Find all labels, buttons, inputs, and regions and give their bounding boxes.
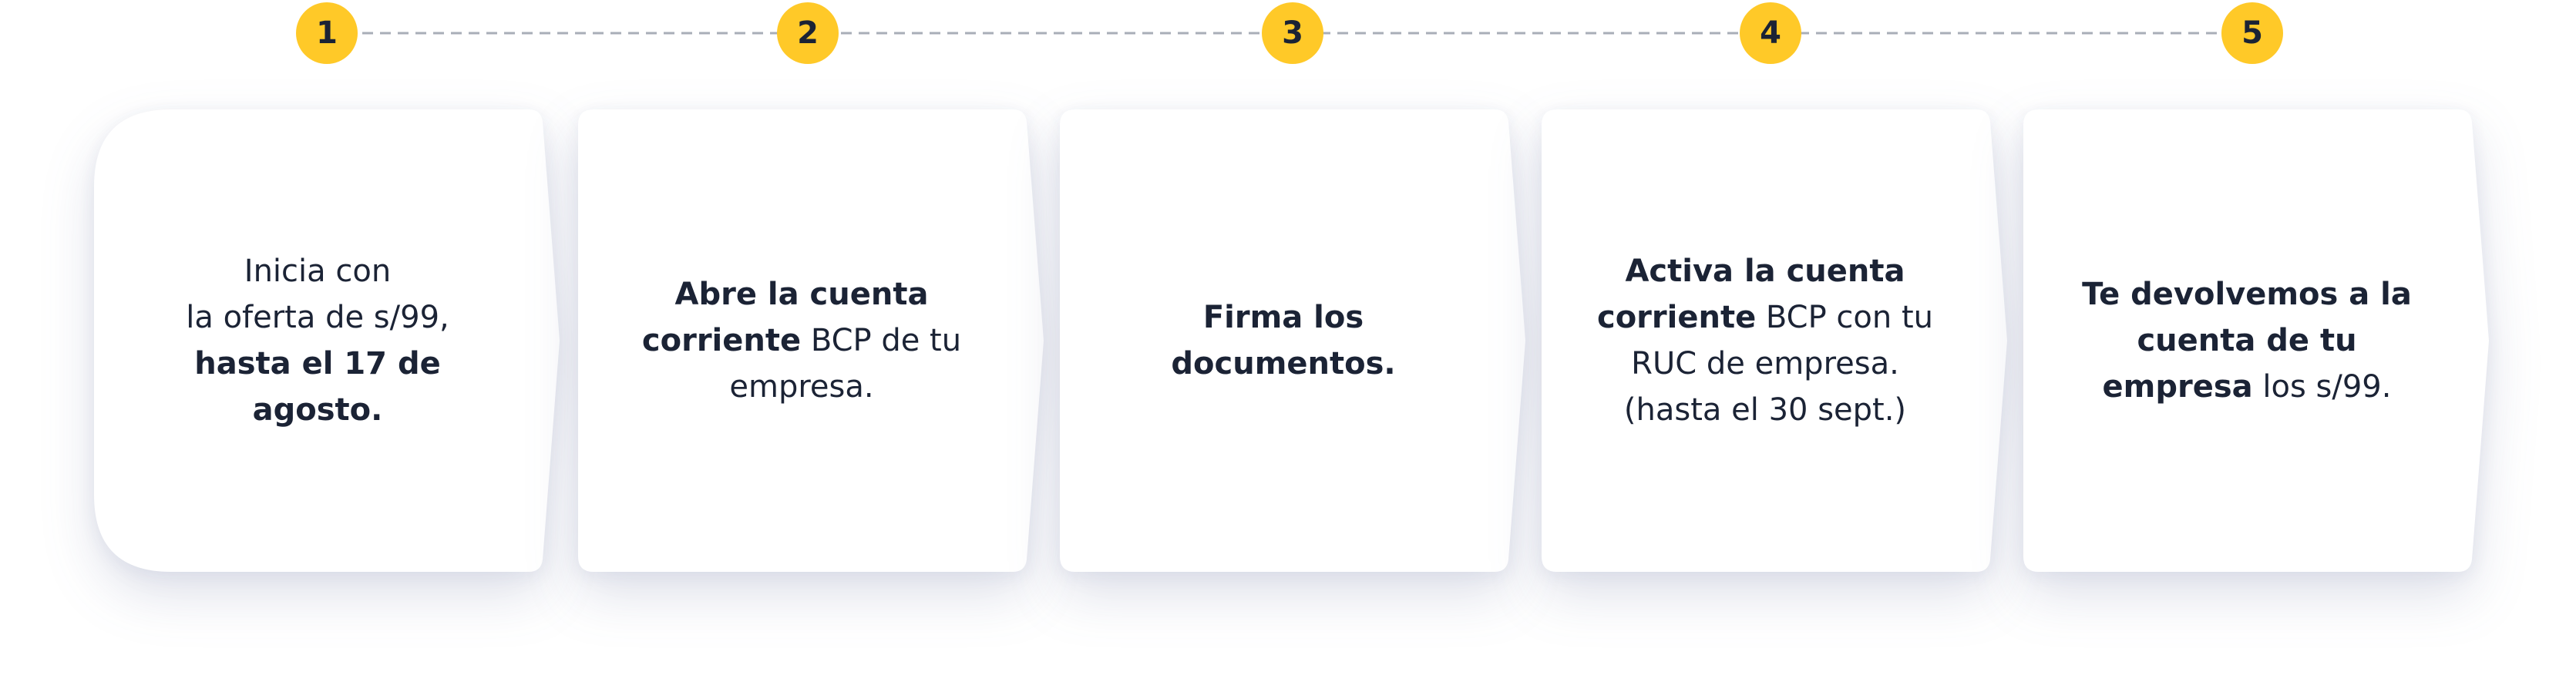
- arrow-card-outline: [1542, 109, 2007, 572]
- step-number-badge: 2: [777, 2, 839, 64]
- step-card-shape: [1542, 109, 2007, 572]
- step-description-line: corriente BCP con tu: [1597, 294, 1933, 341]
- step-card-shape: [2023, 109, 2489, 572]
- body-text: los s/99.: [2252, 369, 2392, 405]
- body-text: Inicia con: [244, 254, 392, 289]
- emphasis-text: empresa: [2102, 369, 2253, 405]
- body-text: la oferta de s/99,: [186, 300, 449, 335]
- body-text: empresa.: [729, 369, 874, 405]
- step-card-2: Abre la cuenta corriente BCP de tu empresa…: [578, 109, 1044, 572]
- emphasis-text: Abre la cuenta: [674, 277, 929, 312]
- step-description-line: Inicia con: [186, 248, 449, 294]
- arrow-card-outline: [2023, 109, 2489, 572]
- emphasis-text: corriente: [641, 323, 802, 358]
- step-description-line: hasta el 17 de: [186, 341, 449, 387]
- step-description-line: cuenta de tu: [2082, 318, 2412, 364]
- step-description: Inicia con la oferta de s/99, hasta el 17 …: [94, 109, 541, 572]
- emphasis-text: agosto.: [252, 392, 383, 428]
- step-card-shape: [578, 109, 1044, 572]
- step-description: Activa la cuenta corriente BCP con tu RUC …: [1542, 109, 1989, 572]
- emphasis-text: Te devolvemos a la: [2082, 277, 2412, 312]
- body-text: RUC de empresa.: [1631, 346, 1899, 381]
- body-text: (hasta el 30 sept.): [1623, 392, 1907, 428]
- body-text: BCP de tu: [801, 323, 962, 358]
- arrow-card-outline: [94, 109, 560, 572]
- step-card-1: Inicia con la oferta de s/99, hasta el 17 …: [94, 109, 560, 572]
- step-description-line: Firma los: [1171, 294, 1395, 341]
- arrow-card-outline: [578, 109, 1044, 572]
- step-description: Te devolvemos a la cuenta de tu empresa lo…: [2023, 109, 2470, 572]
- step-card-5: Te devolvemos a la cuenta de tu empresa lo…: [2023, 109, 2489, 572]
- emphasis-text: Firma los: [1202, 300, 1364, 335]
- step-card-3: Firma los documentos.: [1060, 109, 1525, 572]
- step-number-badge: 5: [2221, 2, 2283, 64]
- step-description: Firma los documentos.: [1060, 109, 1507, 572]
- emphasis-text: Activa la cuenta: [1625, 254, 1905, 289]
- step-description-line: la oferta de s/99,: [186, 294, 449, 341]
- step-description-line: empresa los s/99.: [2082, 364, 2412, 410]
- step-description-line: Activa la cuenta: [1597, 248, 1933, 294]
- emphasis-text: documentos.: [1171, 346, 1396, 381]
- step-description-line: empresa.: [642, 364, 961, 410]
- step-number-badge: 1: [296, 2, 358, 64]
- step-description-line: corriente BCP de tu: [642, 318, 961, 364]
- step-description-line: Te devolvemos a la: [2082, 271, 2412, 318]
- step-description-line: RUC de empresa.: [1597, 341, 1933, 387]
- step-description-line: (hasta el 30 sept.): [1597, 387, 1933, 433]
- step-description-line: documentos.: [1171, 341, 1395, 387]
- step-number-badge: 4: [1740, 2, 1801, 64]
- body-text: BCP con tu: [1756, 300, 1933, 335]
- arrow-card-outline: [1060, 109, 1525, 572]
- step-description-line: Abre la cuenta: [642, 271, 961, 318]
- step-card-4: Activa la cuenta corriente BCP con tu RUC …: [1542, 109, 2007, 572]
- step-description: Abre la cuenta corriente BCP de tu empresa…: [578, 109, 1025, 572]
- emphasis-text: hasta el 17 de: [194, 346, 441, 381]
- emphasis-text: cuenta de tu: [2137, 323, 2357, 358]
- step-description-line: agosto.: [186, 387, 449, 433]
- emphasis-text: corriente: [1596, 300, 1757, 335]
- step-card-shape: [1060, 109, 1525, 572]
- step-number-badge: 3: [1262, 2, 1323, 64]
- step-card-shape: [94, 109, 560, 572]
